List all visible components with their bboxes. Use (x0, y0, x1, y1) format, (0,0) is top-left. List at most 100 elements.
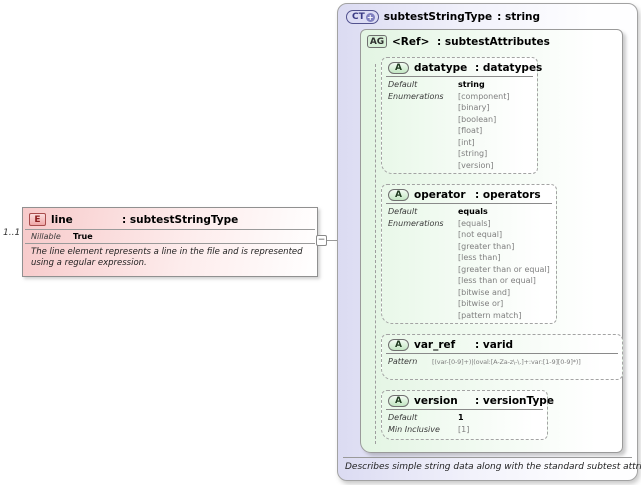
property-value: [bitwise or] (458, 299, 504, 308)
property-label (388, 114, 458, 126)
divider (25, 229, 315, 230)
element-type: : subtestStringType (122, 213, 239, 226)
property-label (388, 241, 458, 253)
property-label: Default (388, 413, 418, 422)
attribute-name: datatype (414, 62, 468, 74)
property-label (388, 275, 458, 287)
element-name: line (51, 213, 73, 226)
divider (386, 203, 552, 204)
attribute-group-box[interactable]: AG <Ref> : subtestAttributes A datatype … (360, 29, 623, 453)
property-row: [bitwise and] (388, 287, 550, 299)
divider (386, 353, 618, 354)
attribute-icon: A (388, 339, 409, 351)
property-label: Default (388, 207, 418, 216)
property-value: [string] (458, 149, 488, 158)
attribute-header: A datatype : datatypes (382, 58, 542, 76)
property-value: [bitwise and] (458, 287, 511, 297)
complex-type-icon: CT + (346, 10, 379, 24)
property-label (388, 102, 458, 114)
element-icon: E (29, 213, 46, 226)
attribute-group-icon: AG (367, 35, 387, 48)
complex-type-box[interactable]: CT + subtestStringType : string AG <Ref>… (337, 3, 641, 481)
property-value: [less than or equal] (458, 276, 536, 285)
property-row: Pattern [(var-[0-9]+)|(oval:[A-Za-z\-\.]+… (388, 356, 616, 369)
divider (25, 242, 315, 244)
property-row: [not equal] (388, 229, 550, 241)
property-value: True (73, 232, 93, 241)
property-row: Nillable True (31, 231, 309, 243)
element-properties: Nillable True (23, 230, 317, 243)
property-value: [greater than or equal] (458, 264, 550, 274)
divider (386, 76, 533, 77)
property-value: [not equal] (458, 230, 503, 239)
property-value: 1 (458, 413, 464, 422)
element-header: E line : subtestStringType (23, 208, 317, 229)
property-label (388, 137, 458, 149)
property-row: [float] (388, 125, 531, 137)
property-label (388, 229, 458, 241)
property-label: Nillable (31, 232, 61, 241)
attribute-icon: A (388, 62, 409, 74)
property-value: [greater than] (458, 241, 515, 251)
property-value: [boolean] (458, 114, 497, 124)
attribute-type: : datatypes (475, 62, 543, 74)
property-label (388, 287, 458, 299)
property-value: string (458, 80, 485, 89)
attribute-name: var_ref (414, 339, 456, 351)
property-row: [greater than or equal] (388, 264, 550, 276)
attribute-chain-line (375, 64, 376, 444)
complex-type-header: CT + subtestStringType : string (338, 4, 637, 26)
attribute-icon: A (388, 189, 409, 201)
property-value: [pattern match] (458, 310, 522, 320)
ct-badge-label: CT (352, 12, 365, 22)
complex-type-type: : string (497, 11, 541, 23)
property-value: [equals] (458, 218, 491, 228)
collapse-toggle-icon[interactable]: − (316, 235, 327, 246)
property-label (388, 160, 458, 172)
property-row: [version] (388, 160, 531, 172)
property-row: [int] (388, 137, 531, 149)
attribute-box-var-ref[interactable]: A var_ref : varid Pattern [(var-[0-9]+)|(… (381, 334, 623, 380)
property-label: Default (388, 80, 418, 89)
attribute-icon: A (388, 395, 409, 407)
property-row: [string] (388, 148, 531, 160)
property-label (388, 310, 458, 322)
property-value: [1] (458, 424, 470, 434)
expand-plus-icon[interactable]: + (365, 12, 375, 22)
property-label (388, 125, 458, 137)
property-row: Min Inclusive [1] (388, 424, 541, 436)
attribute-header: A version : versionType (382, 391, 554, 409)
annotation-divider (343, 457, 632, 458)
property-value: [(var-[0-9]+)|(oval:[A-Za-z\-\.]+:var:[1… (432, 358, 581, 366)
property-label (388, 148, 458, 160)
property-row: [less than] (388, 252, 550, 264)
property-label (388, 264, 458, 276)
complex-type-name: subtestStringType (383, 11, 493, 23)
property-value: [version] (458, 160, 494, 170)
attribute-name: operator (414, 189, 466, 201)
attribute-type: : varid (475, 339, 514, 351)
property-value: [int] (458, 137, 475, 147)
attribute-name: version (414, 395, 458, 407)
property-label: Pattern (388, 357, 418, 366)
property-row: [less than or equal] (388, 275, 550, 287)
property-label: Enumerations (388, 218, 444, 228)
property-label (388, 298, 458, 310)
property-label (388, 252, 458, 264)
attribute-group-type: : subtestAttributes (437, 35, 550, 48)
property-row: Default 1 (388, 412, 541, 424)
cardinality-label: 1..1 (3, 228, 21, 238)
property-value: [component] (458, 91, 510, 101)
property-label: Min Inclusive (388, 424, 440, 434)
property-row: [pattern match] (388, 310, 550, 322)
property-row: [bitwise or] (388, 298, 550, 310)
property-row: [boolean] (388, 114, 531, 126)
attribute-type: : operators (475, 189, 541, 201)
